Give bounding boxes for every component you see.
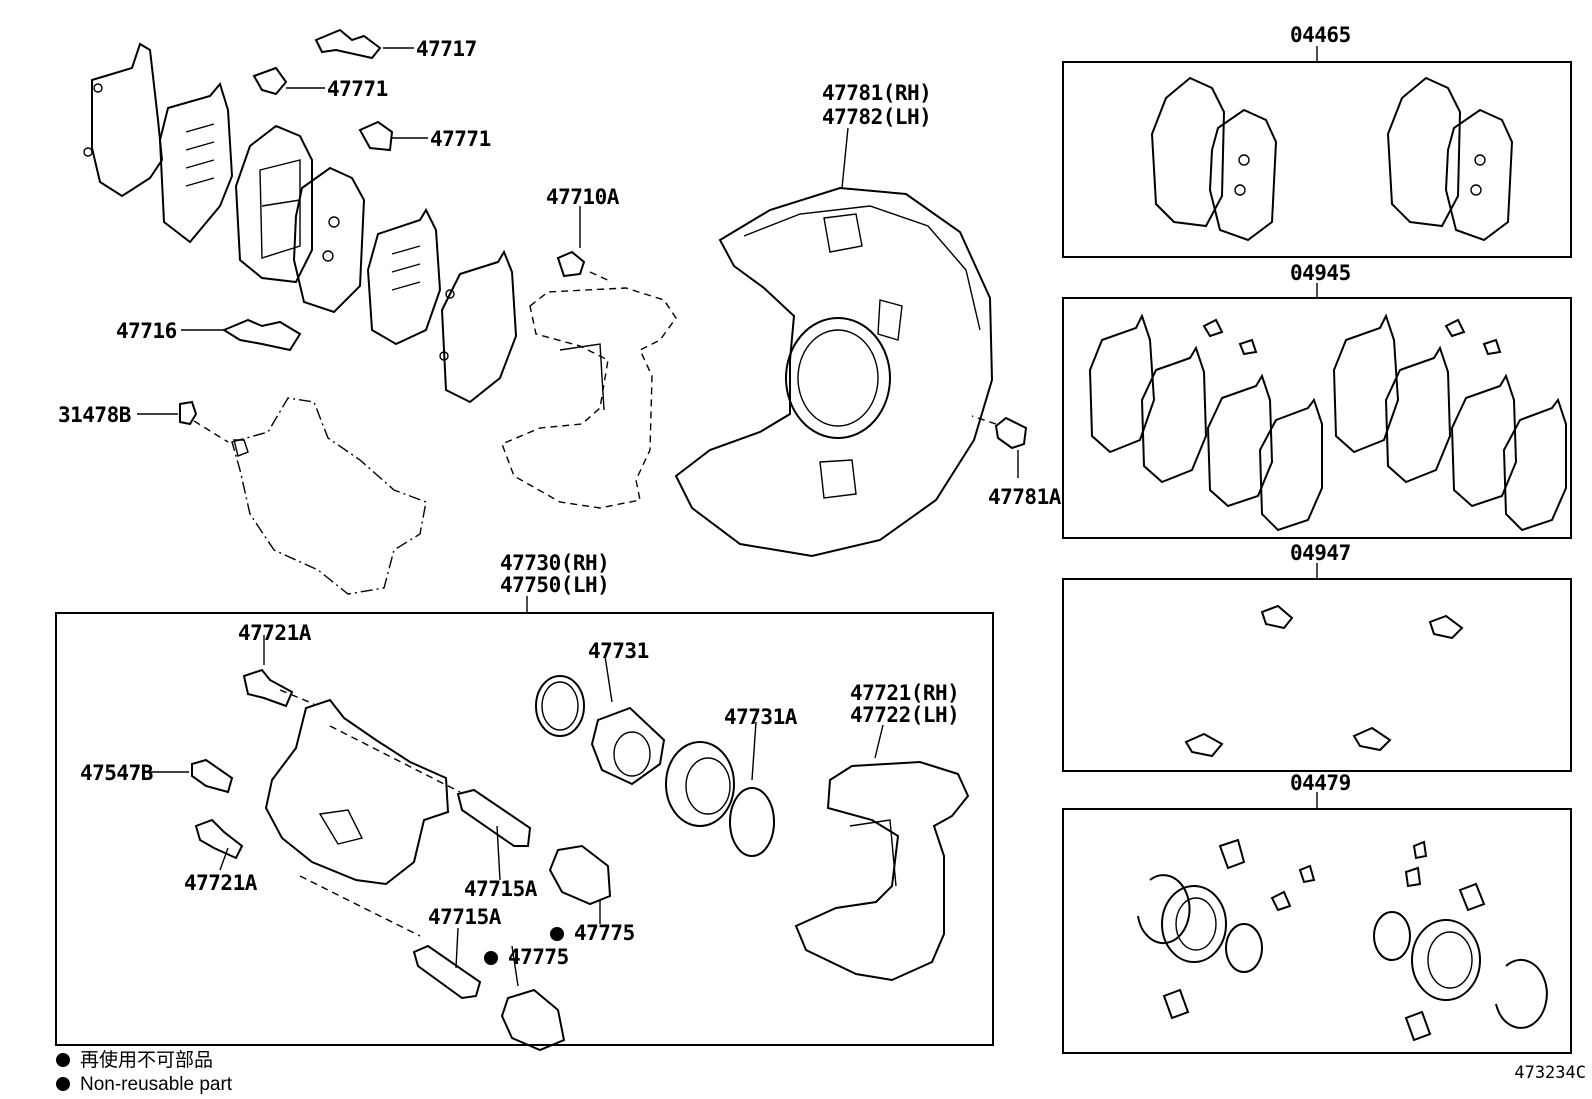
bolt-47721a-top: [242, 668, 294, 708]
anti-squeal-shim-right: [439, 249, 518, 404]
cylinder-body: [264, 698, 461, 937]
part-label-47781a[interactable]: 47781A: [988, 485, 1061, 509]
kit-box-04945: [1062, 297, 1572, 539]
legend-jp: 再使用不可部品: [56, 1050, 213, 1072]
part-label-47721a-bottom[interactable]: 47721A: [184, 871, 257, 895]
non-reusable-marker: [484, 951, 498, 965]
brake-pad-inner: [292, 166, 366, 314]
shim-outer: [83, 42, 164, 198]
kit-box-04465: [1062, 61, 1572, 258]
legend-marker: [56, 1077, 70, 1091]
part-label-47715a-upper[interactable]: 47715A: [464, 877, 537, 901]
kit-04465-pads: [1150, 76, 1514, 242]
slide-pin-47715a-lower: [412, 944, 482, 1000]
part-label-47722-lh[interactable]: 47722(LH): [850, 703, 960, 727]
dust-cover-47781: [674, 186, 994, 558]
part-label-47731[interactable]: 47731: [588, 639, 649, 663]
kit-label-04465[interactable]: 04465: [1290, 23, 1351, 47]
bolt-47781a: [994, 416, 1028, 450]
legend-en: Non-reusable part: [56, 1074, 232, 1096]
pad-support-clip-47717: [314, 28, 382, 60]
part-label-47721-rh[interactable]: 47721(RH): [850, 681, 960, 705]
mounting-bracket-upper: [501, 250, 677, 509]
caliper-assembly-box: [55, 612, 994, 1046]
part-label-47547b[interactable]: 47547B: [80, 761, 153, 785]
bleeder-plug-47547b: [191, 758, 234, 794]
kit-label-04947[interactable]: 04947: [1290, 541, 1351, 565]
part-label-47721a-top[interactable]: 47721A: [238, 621, 311, 645]
part-label-47731a[interactable]: 47731A: [724, 705, 797, 729]
slide-pin-47715a-upper: [456, 788, 532, 847]
kit-label-04945[interactable]: 04945: [1290, 261, 1351, 285]
part-label-47730-rh[interactable]: 47730(RH): [500, 551, 610, 575]
brake-pad-outer: [234, 124, 313, 284]
caliper-cylinder-outline: [231, 397, 427, 595]
mounting-bracket-47721: [794, 760, 970, 982]
bolt-47721a-bottom: [194, 818, 244, 860]
part-label-47782-lh[interactable]: 47782(LH): [822, 105, 932, 129]
slide-bushing-47775-upper: [548, 844, 612, 906]
part-label-47716[interactable]: 47716: [116, 319, 177, 343]
wear-indicator-47771-b: [358, 120, 394, 152]
slide-bushing-47775-lower: [500, 988, 566, 1052]
part-label-47771-a[interactable]: 47771: [327, 77, 388, 101]
kit-04947-clips: [1184, 604, 1464, 758]
leader-lines: [137, 47, 1019, 987]
kit-04945-shims: [1088, 313, 1567, 532]
pad-support-clip-47716: [221, 318, 302, 352]
non-reusable-marker: [550, 927, 564, 941]
retaining-ring-47731a: [729, 787, 775, 857]
anti-squeal-shim-left: [366, 207, 442, 346]
part-label-47717[interactable]: 47717: [416, 37, 477, 61]
part-label-47775-lower[interactable]: 47775: [484, 946, 569, 968]
part-label-47771-b[interactable]: 47771: [430, 127, 491, 151]
piston-47731: [590, 706, 666, 786]
piston-boot: [665, 741, 735, 827]
part-label-47775-upper[interactable]: 47775: [550, 922, 635, 944]
bleeder-cap-31478b: [179, 400, 198, 426]
figure-id: 473234C: [1514, 1063, 1586, 1083]
part-label-47750-lh[interactable]: 47750(LH): [500, 573, 610, 597]
part-label-47710a[interactable]: 47710A: [546, 185, 619, 209]
part-label-31478b[interactable]: 31478B: [58, 403, 131, 427]
shim-inner: [158, 81, 234, 244]
piston-seal-ring: [535, 675, 585, 737]
part-label-47781-rh[interactable]: 47781(RH): [822, 81, 932, 105]
legend-marker: [56, 1053, 70, 1067]
kit-04479-seals: [1137, 838, 1548, 1042]
kit-box-04479: [1062, 808, 1572, 1054]
kit-label-04479[interactable]: 04479: [1290, 771, 1351, 795]
part-label-47715a-lower[interactable]: 47715A: [428, 905, 501, 929]
kit-box-04947: [1062, 578, 1572, 772]
wear-indicator-47771-a: [252, 66, 288, 96]
